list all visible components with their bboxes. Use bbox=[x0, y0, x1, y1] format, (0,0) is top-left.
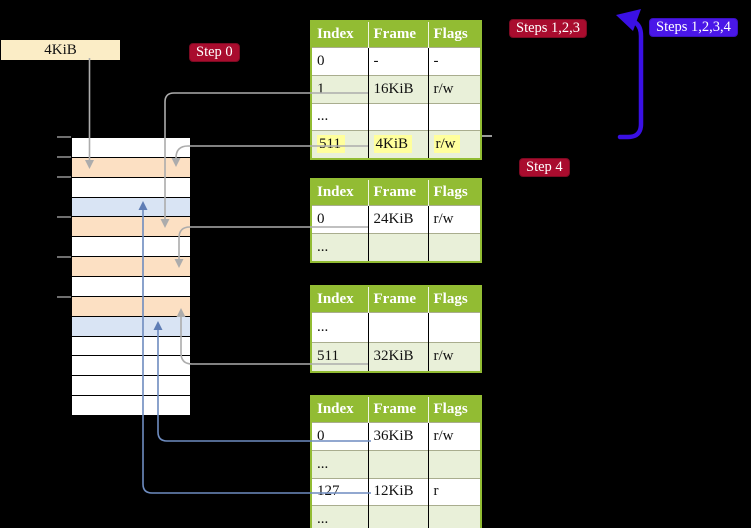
table-cell: 24KiB bbox=[368, 205, 429, 234]
column-header-flags: Flags bbox=[428, 396, 481, 423]
table-cell: r/w bbox=[428, 130, 481, 159]
tick-mark bbox=[57, 176, 71, 178]
memory-frame-white bbox=[72, 355, 190, 376]
table-cell bbox=[428, 312, 481, 342]
table-cell bbox=[428, 505, 481, 528]
highlighted-value: 4KiB bbox=[373, 135, 413, 154]
memory-frame-white bbox=[72, 138, 190, 157]
table-cell: 12KiB bbox=[368, 477, 429, 506]
table-cell bbox=[428, 233, 481, 262]
memory-frame-white bbox=[72, 335, 190, 356]
memory-frame-orange bbox=[72, 256, 190, 277]
step4-label: Step 4 bbox=[526, 159, 563, 175]
table-cell bbox=[368, 505, 429, 528]
table-cell: r/w bbox=[428, 205, 481, 234]
steps123-label: Steps 1,2,3 bbox=[516, 20, 581, 36]
page-size-box: 4KiB bbox=[1, 40, 120, 60]
tick-mark bbox=[57, 136, 71, 138]
step0-label: Step 0 bbox=[196, 44, 233, 60]
table-cell: 0 bbox=[311, 47, 369, 76]
table-cell bbox=[428, 449, 481, 478]
steps-loop-arrow bbox=[616, 9, 644, 140]
table-row: 0-- bbox=[311, 47, 481, 76]
column-header-frame: Frame bbox=[368, 21, 429, 48]
table-cell bbox=[428, 102, 481, 131]
table-cell: 4KiB bbox=[368, 130, 429, 159]
tick-mark bbox=[57, 156, 71, 158]
table-cell: ... bbox=[311, 505, 369, 528]
column-header-index: Index bbox=[311, 396, 369, 423]
table-cell bbox=[368, 102, 429, 131]
table-cell bbox=[368, 449, 429, 478]
memory-frame-white bbox=[72, 176, 190, 197]
table-cell: 127 bbox=[311, 477, 369, 506]
table-cell: 1 bbox=[311, 74, 369, 103]
page-size-label: 4KiB bbox=[44, 42, 77, 58]
table-row: ... bbox=[311, 505, 481, 528]
table-row: 511 4KiB r/w bbox=[311, 130, 481, 159]
memory-frame-white bbox=[72, 375, 190, 396]
highlighted-value: 511 bbox=[317, 135, 345, 154]
tick-mark bbox=[57, 296, 71, 298]
memory-frame-white bbox=[72, 236, 190, 257]
steps1234-label: Steps 1,2,3,4 bbox=[656, 19, 731, 35]
tick-mark bbox=[57, 256, 71, 258]
column-header-index: Index bbox=[311, 286, 369, 313]
memory-frame-blue bbox=[72, 196, 190, 217]
table-cell: 0 bbox=[311, 422, 369, 451]
steps1234-badge: Steps 1,2,3,4 bbox=[649, 18, 738, 37]
memory-frame-orange bbox=[72, 216, 190, 237]
memory-frame-white bbox=[72, 395, 190, 416]
table-cell: r/w bbox=[428, 422, 481, 451]
table-cell: r/w bbox=[428, 74, 481, 103]
column-header-frame: Frame bbox=[368, 286, 429, 313]
column-header-flags: Flags bbox=[428, 286, 481, 313]
column-header-frame: Frame bbox=[368, 396, 429, 423]
column-header-frame: Frame bbox=[368, 179, 429, 206]
table-cell: 511 bbox=[311, 341, 369, 372]
table-cell: 0 bbox=[311, 205, 369, 234]
memory-frame-column bbox=[71, 137, 191, 416]
table-cell: - bbox=[368, 47, 429, 76]
memory-frame-orange bbox=[72, 156, 190, 177]
table-cell: 36KiB bbox=[368, 422, 429, 451]
column-header-index: Index bbox=[311, 21, 369, 48]
table-cell bbox=[368, 312, 429, 342]
table-row: ... bbox=[311, 102, 481, 131]
memory-frame-blue bbox=[72, 315, 190, 336]
table-cell: r/w bbox=[428, 341, 481, 372]
table-cell: ... bbox=[311, 102, 369, 131]
memory-frame-white bbox=[72, 276, 190, 296]
table-row: ... bbox=[311, 312, 481, 342]
table-cell: 511 bbox=[311, 130, 369, 159]
steps123-badge: Steps 1,2,3 bbox=[509, 19, 588, 38]
memory-frame-orange bbox=[72, 295, 190, 316]
table-row: ... bbox=[311, 449, 481, 478]
step0-badge: Step 0 bbox=[189, 43, 240, 62]
highlighted-value: r/w bbox=[433, 135, 460, 154]
table-cell: - bbox=[428, 47, 481, 76]
column-header-flags: Flags bbox=[428, 21, 481, 48]
tick-mark bbox=[57, 216, 71, 218]
column-header-flags: Flags bbox=[428, 179, 481, 206]
table-cell: ... bbox=[311, 312, 369, 342]
table-cell: 16KiB bbox=[368, 74, 429, 103]
column-header-index: Index bbox=[311, 179, 369, 206]
table-cell bbox=[368, 233, 429, 262]
table-row: ... bbox=[311, 233, 481, 262]
table-cell: r bbox=[428, 477, 481, 506]
table-cell: ... bbox=[311, 449, 369, 478]
table-cell: ... bbox=[311, 233, 369, 262]
table-cell: 32KiB bbox=[368, 341, 429, 372]
step4-badge: Step 4 bbox=[519, 158, 570, 177]
